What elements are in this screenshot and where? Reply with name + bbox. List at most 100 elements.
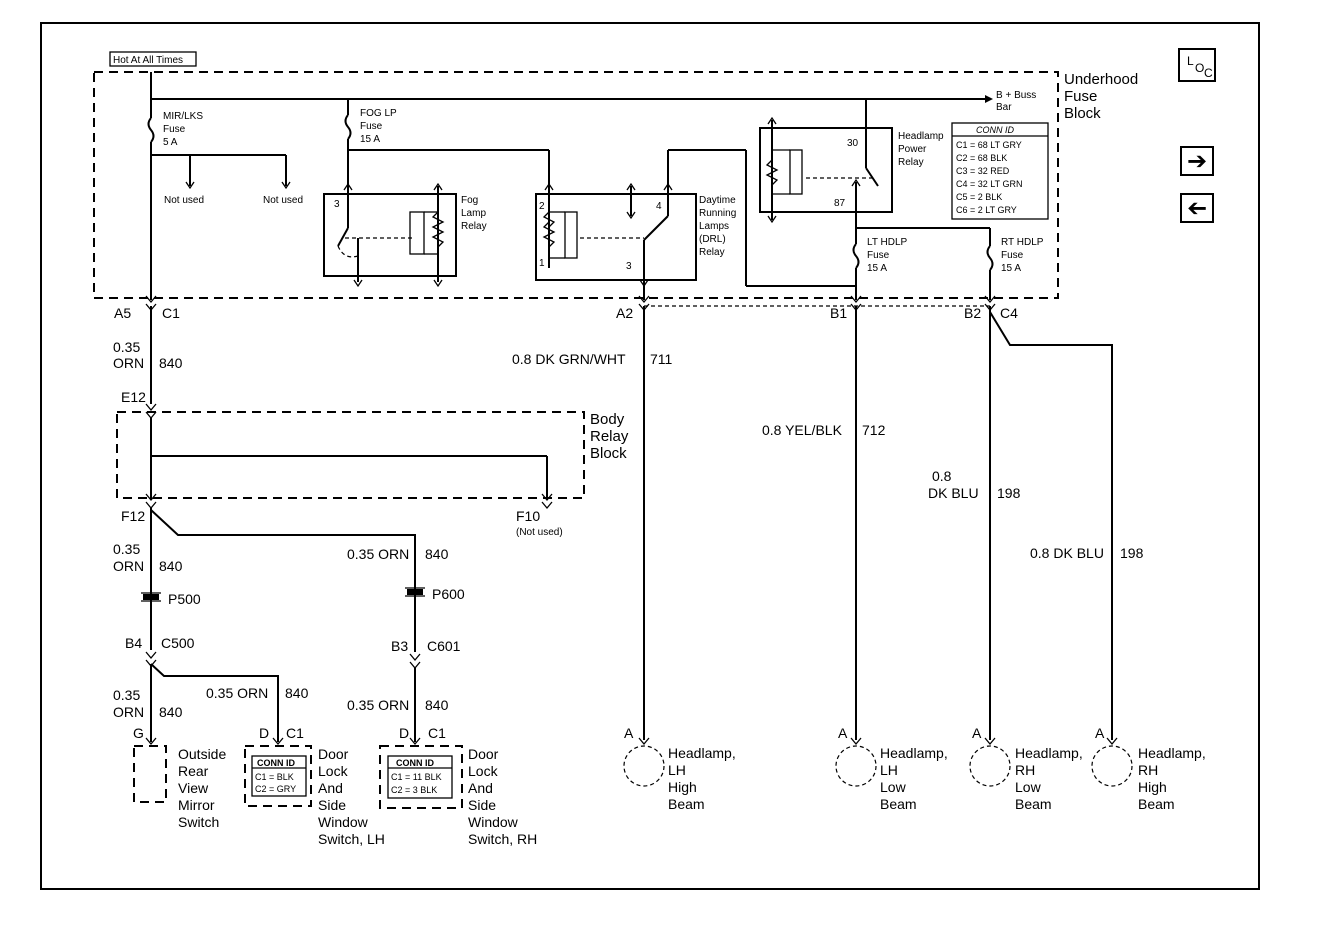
loc-letter-c: C xyxy=(1204,66,1213,80)
svg-text:RH: RH xyxy=(1138,762,1158,778)
svg-text:Fuse: Fuse xyxy=(163,124,186,135)
svg-text:Outside: Outside xyxy=(178,746,226,762)
svg-text:0.35 ORN: 0.35 ORN xyxy=(347,697,409,713)
svg-text:CONN ID: CONN ID xyxy=(257,758,296,768)
svg-text:Side: Side xyxy=(318,797,346,813)
svg-text:LH: LH xyxy=(880,762,898,778)
svg-text:High: High xyxy=(668,779,697,795)
svg-text:Beam: Beam xyxy=(668,796,705,812)
body-relay-block-outline xyxy=(116,411,585,499)
svg-text:Relay: Relay xyxy=(699,247,725,258)
svg-text:0.35: 0.35 xyxy=(113,339,140,355)
wire-840-a5-label: 0.35 ORN 840 xyxy=(113,339,183,371)
svg-text:C3 = 32 RED: C3 = 32 RED xyxy=(956,166,1010,176)
svg-text:Door: Door xyxy=(468,746,499,762)
svg-text:C1 = BLK: C1 = BLK xyxy=(255,772,294,782)
previous-page-button[interactable]: ➔ xyxy=(1180,193,1214,223)
svg-text:0.35 ORN: 0.35 ORN xyxy=(347,546,409,562)
svg-text:RT HDLP: RT HDLP xyxy=(1001,237,1044,248)
svg-text:198: 198 xyxy=(997,485,1021,501)
svg-text:711: 711 xyxy=(650,351,673,367)
svg-text:Headlamp,: Headlamp, xyxy=(668,745,736,761)
door-lock-switch-rh: D C1 CONN ID C1 = 11 BLK C2 = 3 BLK Door… xyxy=(379,725,537,847)
svg-text:B1: B1 xyxy=(830,305,847,321)
mir-lks-fuse: MIR/LKS Fuse 5 A Not used Not used xyxy=(147,72,303,300)
f12-label: F12 xyxy=(121,508,145,524)
wire-712-label: 0.8 YEL/BLK 712 xyxy=(762,422,886,438)
svg-text:0.8 DK GRN/WHT: 0.8 DK GRN/WHT xyxy=(512,351,626,367)
svg-text:B + Buss: B + Buss xyxy=(996,90,1036,101)
next-page-button[interactable]: ➔ xyxy=(1180,146,1214,176)
svg-text:840: 840 xyxy=(425,546,449,562)
drl-relay: 2 1 4 3 Daytime Running Lamps (DRL) Rela… xyxy=(535,149,856,300)
svg-text:C1: C1 xyxy=(428,725,446,741)
svg-text:15 A: 15 A xyxy=(867,263,887,274)
fog-lamp-relay: 3 Fog Lamp Relay xyxy=(323,182,487,288)
svg-text:Window: Window xyxy=(318,814,369,830)
svg-text:840: 840 xyxy=(159,704,183,720)
svg-text:B3: B3 xyxy=(391,638,408,654)
svg-text:0.8 YEL/BLK: 0.8 YEL/BLK xyxy=(762,422,843,438)
svg-text:Beam: Beam xyxy=(1015,796,1052,812)
fog-lp-fuse: FOG LP Fuse 15 A xyxy=(343,99,554,194)
svg-text:Headlamp,: Headlamp, xyxy=(1138,745,1206,761)
connector-labels: A5 C1 A2 B1 B2 C4 xyxy=(114,305,1018,321)
svg-text:C1: C1 xyxy=(162,305,180,321)
svg-text:FOG LP: FOG LP xyxy=(360,108,397,119)
svg-text:(DRL): (DRL) xyxy=(699,234,726,245)
body-relay-block-label: Body Relay Block xyxy=(590,411,629,462)
connector-c500: B4 C500 xyxy=(125,635,195,668)
diagram-frame xyxy=(40,22,1260,890)
svg-text:B2: B2 xyxy=(964,305,981,321)
svg-text:And: And xyxy=(468,780,493,796)
svg-text:4: 4 xyxy=(656,201,662,212)
svg-text:Block: Block xyxy=(590,445,627,462)
svg-text:Side: Side xyxy=(468,797,496,813)
headlamp-lh-high-beam: A Headlamp, LH High Beam xyxy=(623,725,736,812)
svg-text:Power: Power xyxy=(898,144,927,155)
svg-text:Lock: Lock xyxy=(318,763,349,779)
svg-text:3: 3 xyxy=(626,261,632,272)
svg-text:ORN: ORN xyxy=(113,704,144,720)
wire-840-b3-label: 0.35 ORN 840 xyxy=(347,697,449,713)
svg-text:Lamps: Lamps xyxy=(699,221,729,232)
svg-text:0.35: 0.35 xyxy=(113,687,140,703)
svg-text:Daytime: Daytime xyxy=(699,195,736,206)
e12-label: E12 xyxy=(121,389,146,405)
connector-c601: B3 C601 xyxy=(391,638,461,670)
splice-p500: P500 xyxy=(141,591,201,607)
svg-text:Fuse: Fuse xyxy=(867,250,890,261)
svg-text:Low: Low xyxy=(1015,779,1042,795)
locator-button[interactable]: L O C xyxy=(1178,48,1216,82)
wire-198-rh-high-label: 0.8 DK BLU 198 xyxy=(1030,545,1144,561)
svg-text:Switch, LH: Switch, LH xyxy=(318,831,385,847)
svg-text:C1 = 11 BLK: C1 = 11 BLK xyxy=(391,772,442,782)
svg-text:C2 = GRY: C2 = GRY xyxy=(255,784,296,794)
b-buss-bar: B + Buss Bar xyxy=(151,90,1036,113)
svg-text:Relay: Relay xyxy=(590,428,629,445)
svg-text:ORN: ORN xyxy=(113,558,144,574)
svg-text:840: 840 xyxy=(159,558,183,574)
svg-text:3: 3 xyxy=(334,199,340,210)
svg-text:C500: C500 xyxy=(161,635,195,651)
wire-840-b4-label: 0.35 ORN 840 xyxy=(113,687,183,720)
svg-text:C4 = 32 LT GRN: C4 = 32 LT GRN xyxy=(956,179,1022,189)
headlamp-rh-high-beam: A Headlamp, RH High Beam xyxy=(1091,725,1206,812)
svg-text:Fuse: Fuse xyxy=(1064,88,1097,105)
svg-text:Headlamp,: Headlamp, xyxy=(880,745,948,761)
svg-text:Fog: Fog xyxy=(461,195,478,206)
headlamp-rh-low-beam: A Headlamp, RH Low Beam xyxy=(969,725,1083,812)
svg-text:High: High xyxy=(1138,779,1167,795)
headlamp-power-relay: 30 87 Headlamp Power Relay xyxy=(759,99,944,232)
wire-840-to-door-lh xyxy=(150,663,279,742)
svg-text:Fuse: Fuse xyxy=(1001,250,1024,261)
svg-text:A: A xyxy=(624,725,634,741)
svg-text:Beam: Beam xyxy=(1138,796,1175,812)
svg-text:0.35 ORN: 0.35 ORN xyxy=(206,685,268,701)
svg-text:Door: Door xyxy=(318,746,349,762)
svg-text:Rear: Rear xyxy=(178,763,209,779)
svg-text:198: 198 xyxy=(1120,545,1144,561)
svg-text:0.35: 0.35 xyxy=(113,541,140,557)
svg-text:DK BLU: DK BLU xyxy=(928,485,979,501)
svg-text:840: 840 xyxy=(425,697,449,713)
